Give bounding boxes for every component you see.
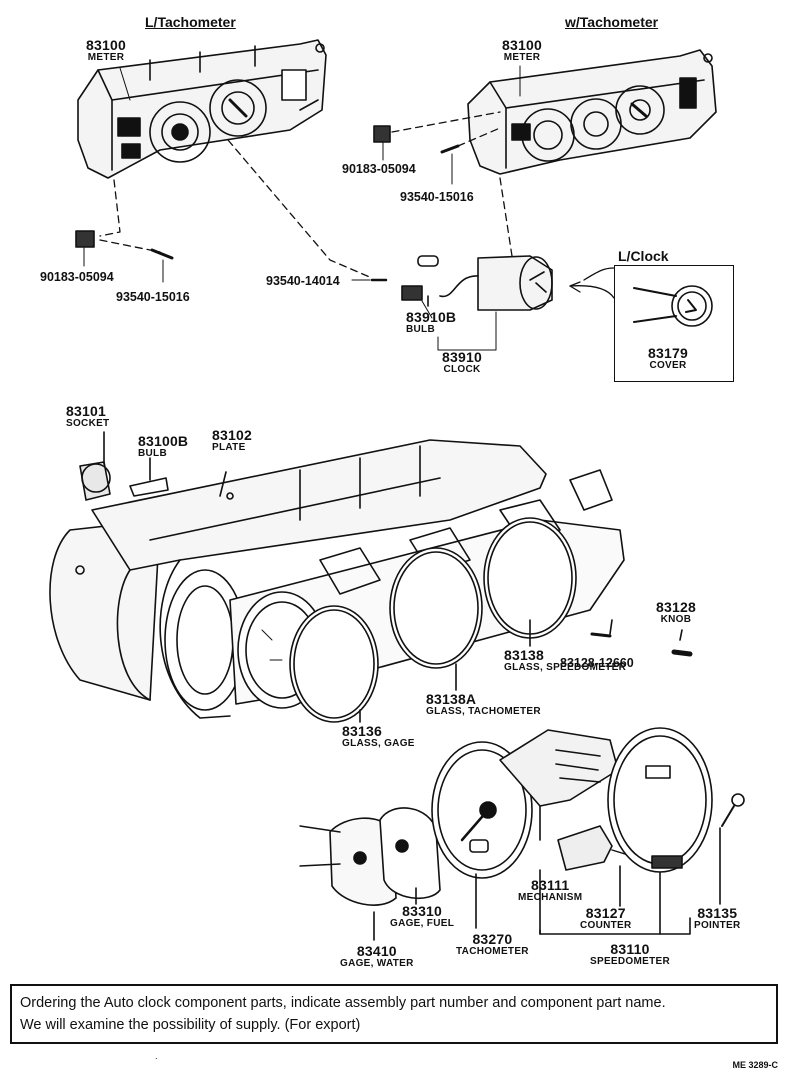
part-name: GLASS, SPEEDOMETER — [504, 662, 627, 673]
part-name: GLASS, TACHOMETER — [426, 706, 541, 717]
part-number: 83136 — [342, 723, 382, 739]
dashed-leaders-top — [99, 111, 513, 279]
part-number: 83135 — [697, 905, 738, 921]
ordering-note-box: Ordering the Auto clock component parts,… — [10, 984, 778, 1044]
part-name: GLASS, GAGE — [342, 738, 415, 749]
part-name: KNOB — [660, 614, 692, 625]
label-clip-left: 90183-05094 — [40, 270, 114, 284]
part-name: CLOCK — [443, 364, 481, 375]
part-number: 83101 — [66, 403, 106, 419]
label-glass-gage: 83136 GLASS, GAGE — [342, 724, 415, 749]
glass-lenses — [237, 517, 577, 723]
part-name: COVER — [649, 360, 687, 371]
part-number: 83270 — [472, 931, 513, 947]
part-number: 83110 — [610, 941, 650, 957]
label-tachometer: 83270 TACHOMETER — [456, 932, 529, 957]
part-name: GAGE, WATER — [340, 958, 414, 969]
header-w-tachometer: w/Tachometer — [565, 14, 659, 30]
label-screw-left: 93540-15016 — [116, 290, 190, 304]
label-mechanism: 83111 MECHANISM — [518, 878, 582, 903]
part-name: METER — [87, 52, 125, 63]
label-speedometer: 83110 SPEEDOMETER — [590, 942, 670, 967]
label-glass-tachometer: 83138A GLASS, TACHOMETER — [426, 692, 541, 717]
label-bulb-clock: 83910B BULB — [406, 310, 456, 335]
part-name: TACHOMETER — [456, 946, 529, 957]
header-l-clock: L/Clock — [618, 248, 669, 264]
label-screw-right: 93540-15016 — [400, 190, 474, 204]
label-plate: 83102 PLATE — [212, 428, 252, 453]
cover-illustration — [633, 285, 713, 327]
part-number: 83179 — [648, 345, 688, 361]
label-glass-speedometer: 83138 GLASS, SPEEDOMETER — [504, 648, 626, 673]
note-line-2: We will examine the possibility of suppl… — [20, 1017, 361, 1033]
gauges-illustration — [299, 727, 745, 941]
header-l-tachometer: L/Tachometer — [145, 14, 236, 30]
corner-mark: . — [155, 1051, 158, 1061]
part-number: 83100 — [502, 37, 542, 53]
part-number: 83128 — [656, 599, 696, 615]
label-socket: 83101 SOCKET — [66, 404, 109, 429]
part-number: 83100 — [86, 37, 126, 53]
leader-lines — [83, 65, 521, 351]
part-name: GAGE, FUEL — [390, 918, 455, 929]
part-number: 83100B — [138, 433, 189, 449]
label-gage-fuel: 83310 GAGE, FUEL — [390, 904, 454, 929]
part-number: 83910 — [442, 349, 482, 365]
small-parts-middle — [79, 431, 693, 723]
part-name: BULB — [406, 324, 435, 335]
part-name: MECHANISM — [518, 892, 583, 903]
label-gage-water: 83410 GAGE, WATER — [340, 944, 414, 969]
part-name: BULB — [138, 448, 167, 459]
label-knob-pin: 83128-12660 — [560, 656, 634, 670]
part-number: 83111 — [530, 877, 570, 893]
label-counter: 83127 COUNTER — [580, 906, 632, 931]
label-meter-left: 83100 METER — [86, 38, 126, 63]
label-meter-right: 83100 METER — [502, 38, 542, 63]
drawing-code: ME 3289-C — [732, 1060, 778, 1070]
part-number: 83910B — [406, 309, 457, 325]
label-cover: 83179 COVER — [648, 346, 688, 371]
part-name: METER — [503, 52, 541, 63]
note-line-1: Ordering the Auto clock component parts,… — [20, 995, 666, 1011]
part-number: 83102 — [212, 427, 252, 443]
part-number: 83138A — [426, 691, 477, 707]
part-number: 83127 — [585, 905, 626, 921]
clip-screw-hardware — [75, 125, 460, 282]
label-screw-clock: 93540-14014 — [266, 274, 340, 288]
auto-clock-box — [614, 265, 734, 382]
part-number: 83410 — [356, 943, 397, 959]
label-clock: 83910 CLOCK — [442, 350, 482, 375]
part-name: PLATE — [212, 442, 246, 453]
clock-assembly-illustration — [401, 255, 615, 311]
part-name: SPEEDOMETER — [590, 956, 670, 967]
part-name: POINTER — [694, 920, 741, 931]
part-number: 83310 — [402, 903, 443, 919]
meter-left-illustration — [77, 39, 327, 179]
label-knob: 83128 KNOB — [656, 600, 696, 625]
part-name: SOCKET — [66, 418, 110, 429]
part-number: 83138 — [504, 647, 544, 663]
meter-right-illustration — [467, 49, 717, 175]
label-pointer: 83135 POINTER — [694, 906, 741, 931]
part-name: COUNTER — [580, 920, 632, 931]
label-bulb-meter: 83100B BULB — [138, 434, 188, 459]
label-clip-right: 90183-05094 — [342, 162, 416, 176]
